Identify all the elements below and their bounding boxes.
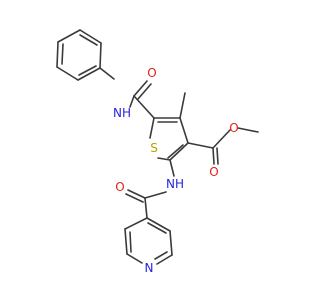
- amide-oxygen-top: O: [147, 66, 156, 80]
- bond: [147, 222, 167, 234]
- amide-nh-top: NH: [113, 106, 131, 120]
- bond: [129, 231, 132, 253]
- bond: [167, 144, 184, 159]
- bond: [79, 34, 98, 46]
- bond: [169, 159, 175, 177]
- bond: [133, 95, 155, 119]
- bond: [144, 191, 167, 199]
- bond: [56, 41, 59, 68]
- bond: [154, 251, 168, 260]
- molecule-svg: O NH S O O NH O N: [56, 29, 259, 275]
- bond: [127, 189, 146, 199]
- molecule-diagram: O NH S O O NH O N: [56, 29, 259, 275]
- bond: [187, 142, 214, 149]
- bond: [237, 127, 259, 133]
- pyridine-nitrogen: N: [145, 261, 154, 275]
- bond: [79, 29, 102, 44]
- bonds: [56, 29, 259, 265]
- amide-nh-bottom: NH: [166, 177, 184, 191]
- ester-carbonyl-oxygen: O: [209, 165, 218, 179]
- bond: [56, 66, 79, 81]
- bond: [149, 117, 155, 139]
- bond: [61, 43, 64, 65]
- bond: [216, 147, 219, 165]
- bond: [169, 142, 189, 161]
- bond: [57, 29, 81, 43]
- bond: [212, 147, 215, 165]
- bond: [179, 117, 189, 144]
- bond: [133, 80, 148, 97]
- bond: [124, 217, 148, 230]
- bond: [144, 197, 148, 219]
- bond: [179, 92, 186, 119]
- bond: [78, 65, 97, 76]
- bond: [137, 83, 152, 100]
- bond: [99, 42, 102, 69]
- bond: [146, 217, 171, 232]
- bond: [124, 228, 128, 255]
- bond: [169, 230, 173, 256]
- bond: [129, 95, 135, 108]
- bond: [212, 129, 231, 149]
- bond: [156, 254, 173, 265]
- bond: [99, 67, 115, 80]
- bond: [77, 67, 101, 81]
- bond: [126, 253, 143, 264]
- amide-oxygen-bottom: O: [115, 180, 124, 194]
- thiophene-sulfur: S: [150, 141, 158, 155]
- ester-methoxy-oxygen: O: [229, 121, 238, 135]
- bond: [157, 157, 171, 161]
- bond: [125, 193, 144, 203]
